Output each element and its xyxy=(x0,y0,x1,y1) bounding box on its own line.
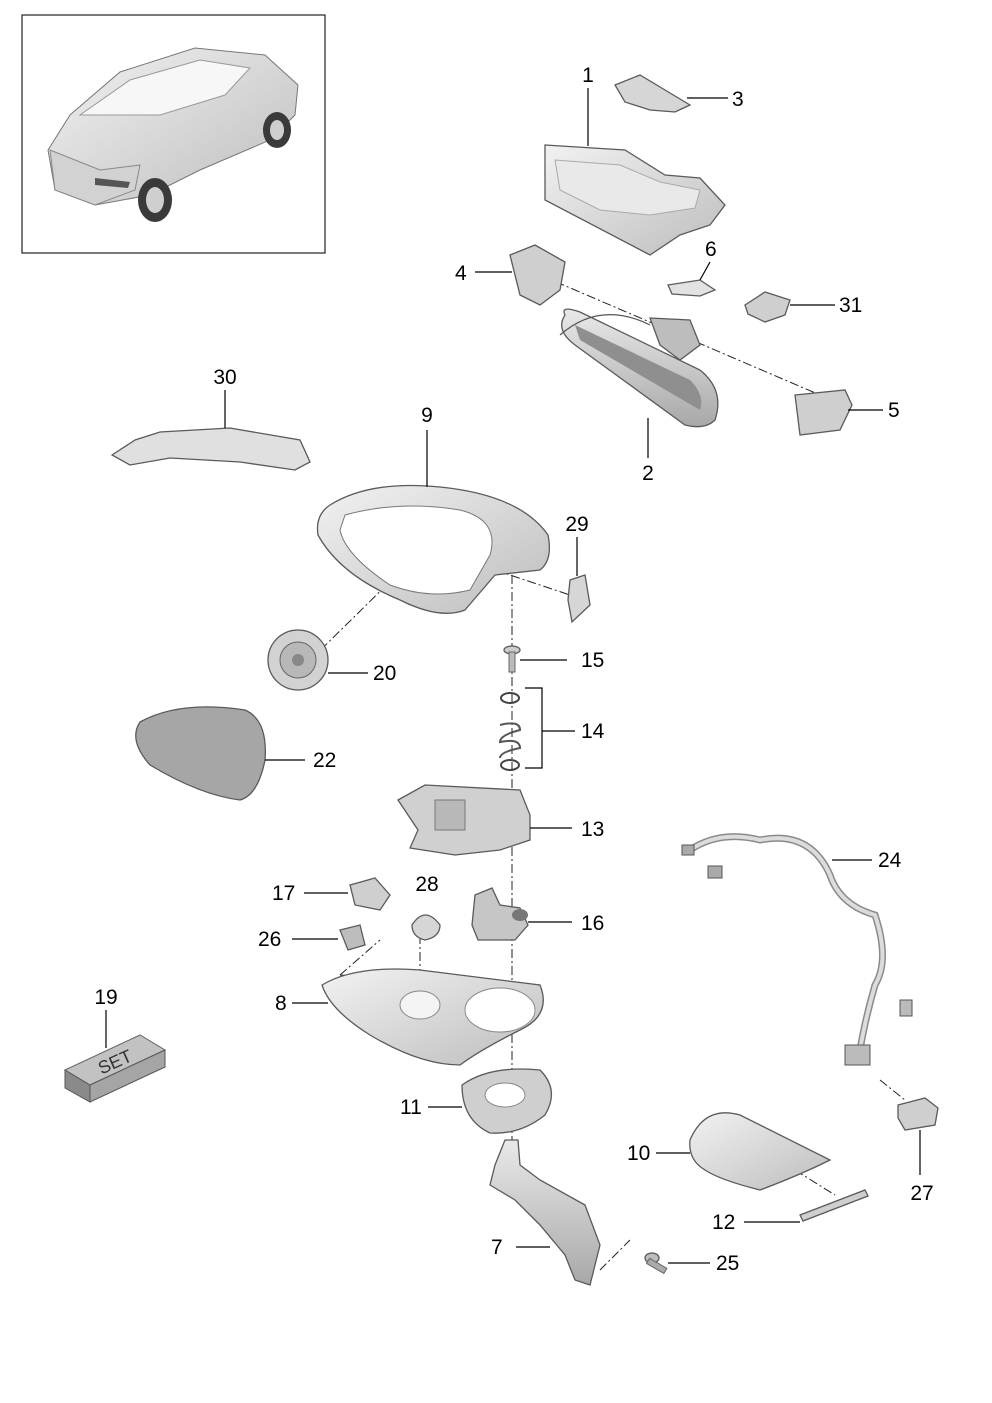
part-19-set-box: SET xyxy=(63,1034,167,1103)
part-30-trim-strip xyxy=(110,427,311,471)
part-7-mounting-arm xyxy=(489,1139,601,1286)
part-31-sensor xyxy=(744,291,791,323)
part-9-mirror-housing xyxy=(316,484,551,614)
part-16-actuator xyxy=(471,887,529,941)
callout-30: 30 xyxy=(213,366,236,389)
part-29-cap xyxy=(567,574,591,624)
part-5-cover-piece xyxy=(794,389,853,436)
part-27-connector xyxy=(897,1097,939,1131)
part-1-cover xyxy=(544,144,726,256)
part-26-plug xyxy=(339,924,366,951)
callout-25: 25 xyxy=(716,1252,739,1275)
callout-15: 15 xyxy=(581,649,604,672)
callout-26: 26 xyxy=(258,928,281,951)
part-13-base-bracket xyxy=(397,784,531,856)
part-22-mirror-glass xyxy=(135,706,266,801)
part-8-lower-housing xyxy=(321,968,544,1066)
callout-4: 4 xyxy=(455,262,467,285)
callout-11: 11 xyxy=(400,1096,422,1119)
callout-27: 27 xyxy=(910,1182,933,1205)
part-14-spring-washers xyxy=(498,692,522,771)
callout-7: 7 xyxy=(491,1236,503,1259)
callout-31: 31 xyxy=(839,294,862,317)
callout-20: 20 xyxy=(373,662,396,685)
callout-17: 17 xyxy=(272,882,295,905)
part-25-bolt xyxy=(644,1252,668,1275)
callout-29: 29 xyxy=(565,513,588,536)
callout-16: 16 xyxy=(581,912,604,935)
part-12-strip xyxy=(799,1189,869,1222)
callout-8: 8 xyxy=(275,992,287,1015)
callout-13: 13 xyxy=(581,818,604,841)
callout-28: 28 xyxy=(415,873,438,896)
callout-19: 19 xyxy=(94,986,117,1009)
part-10-cover-shell xyxy=(689,1112,832,1191)
part-24-wiring-harness xyxy=(681,833,913,1066)
part-2-interior-mirror xyxy=(559,308,719,428)
part-11-gasket xyxy=(461,1068,552,1134)
callout-14: 14 xyxy=(581,720,605,743)
callout-10: 10 xyxy=(627,1142,650,1165)
callouts: 1 3 4 6 31 2 5 30 9 29 15 20 xyxy=(94,64,933,1275)
part-6-connector xyxy=(667,279,717,297)
callout-1: 1 xyxy=(582,64,594,87)
callout-6: 6 xyxy=(705,238,717,261)
part-17-holder xyxy=(349,877,391,911)
callout-9: 9 xyxy=(421,404,433,427)
part-20-motor xyxy=(267,629,329,691)
callout-22: 22 xyxy=(313,749,336,772)
callout-12: 12 xyxy=(712,1211,735,1234)
callout-24: 24 xyxy=(878,849,902,872)
car-image xyxy=(47,47,299,222)
part-28-cap xyxy=(411,914,441,941)
part-15-screw xyxy=(503,645,521,673)
vehicle-inset xyxy=(21,14,326,254)
part-4-bracket xyxy=(509,244,566,306)
part-3-clip xyxy=(614,74,692,113)
callout-5: 5 xyxy=(888,399,900,422)
callout-3: 3 xyxy=(732,88,744,111)
callout-2: 2 xyxy=(642,462,654,485)
